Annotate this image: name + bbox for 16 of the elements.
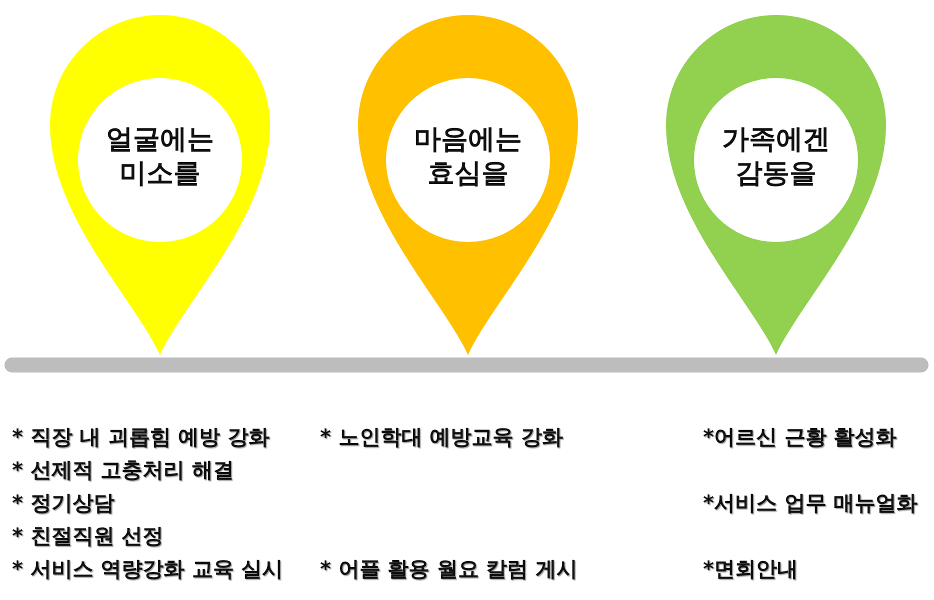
map-pin	[666, 15, 886, 355]
bullet-item: *면회안내	[703, 556, 798, 583]
bullet-item: * 서비스 역량강화 교육 실시	[12, 556, 284, 583]
bullet-item: *어르신 근황 활성화	[703, 424, 897, 451]
bullet-item: * 어플 활용 월요 칼럼 게시	[320, 556, 578, 583]
bullet-item: * 정기상담	[12, 490, 114, 517]
bullet-item: * 선제적 고충처리 해결	[12, 457, 234, 484]
bullet-item: * 친절직원 선정	[12, 523, 164, 550]
bullet-item: * 직장 내 괴롭힘 예방 강화	[12, 424, 270, 451]
bullet-item: *서비스 업무 매뉴얼화	[703, 490, 918, 517]
pin-label: 가족에겐 감동을	[721, 127, 831, 187]
pin-label: 마음에는 효심을	[413, 127, 523, 187]
pin-label: 얼굴에는 미소를	[105, 127, 215, 187]
map-pin	[50, 15, 270, 355]
bullet-item: * 노인학대 예방교육 강화	[320, 424, 563, 451]
map-pin	[358, 15, 578, 355]
